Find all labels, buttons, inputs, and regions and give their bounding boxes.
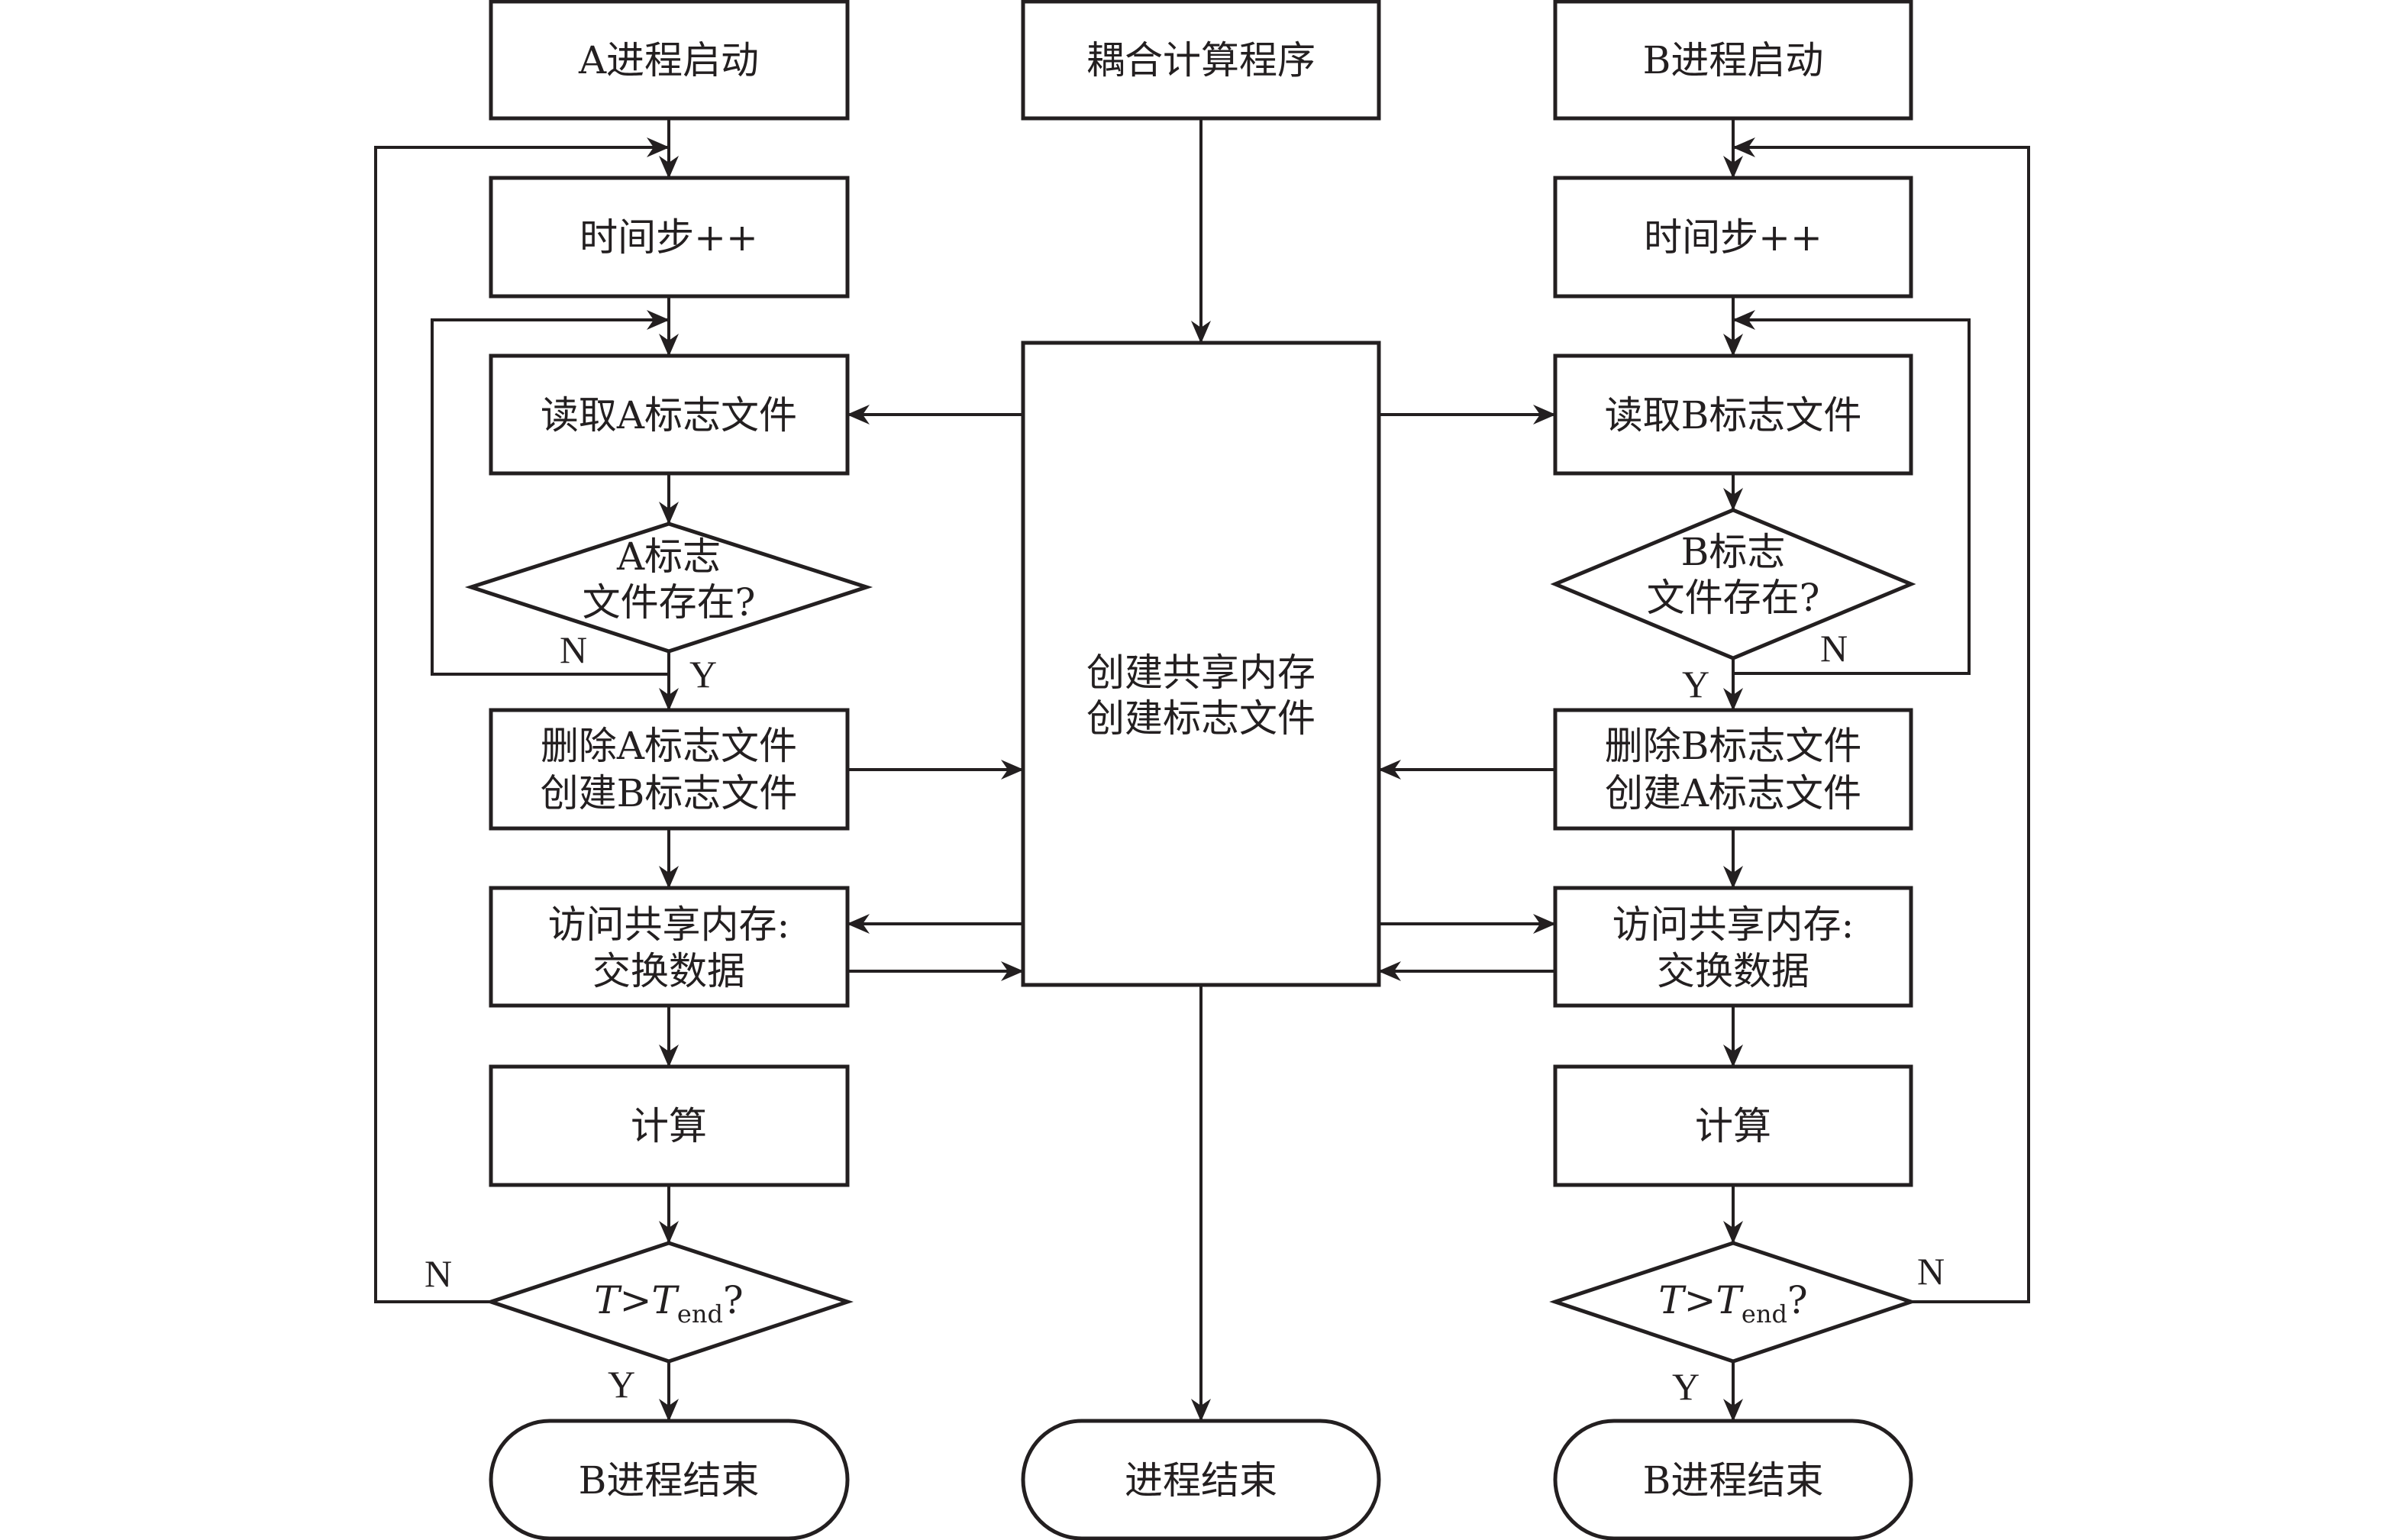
label-b-flag-no: N bbox=[1820, 627, 1848, 670]
node-a-start-label: A进程启动 bbox=[578, 38, 759, 82]
node-b-access-memory-line2: 交换数据 bbox=[1657, 949, 1809, 993]
node-a-swap-flags bbox=[489, 708, 850, 831]
decision-b-flag-exists-line2: 文件存在? bbox=[1647, 576, 1820, 620]
node-coupling-program-label: 耦合计算程序 bbox=[1086, 38, 1315, 82]
node-b-start bbox=[1553, 0, 1913, 121]
node-a-start bbox=[489, 0, 850, 121]
label-b-endcheck-yes: Y bbox=[1672, 1365, 1700, 1408]
node-create-shared bbox=[1021, 341, 1381, 987]
label-b-flag-yes: Y bbox=[1682, 663, 1709, 705]
node-a-compute-label: 计算 bbox=[631, 1104, 707, 1148]
node-b-compute bbox=[1553, 1064, 1913, 1187]
node-a-read-flag-label: 读取A标志文件 bbox=[541, 393, 797, 437]
node-a-access-memory bbox=[489, 886, 850, 1008]
node-b-time-step-label: 时间步++ bbox=[1644, 215, 1822, 260]
decision-b-end-check-label: T>Tend? bbox=[1658, 1278, 1807, 1329]
node-b-swap-flags-line1: 删除B标志文件 bbox=[1605, 724, 1862, 768]
node-a-access-memory-line2: 交换数据 bbox=[592, 949, 745, 993]
node-create-shared-line1: 创建共享内存 bbox=[1086, 651, 1315, 695]
edge-b-flag-no-loop bbox=[1732, 310, 1971, 675]
node-b-swap-flags bbox=[1553, 708, 1913, 831]
node-a-swap-flags-line1: 删除A标志文件 bbox=[541, 724, 797, 768]
connectors bbox=[374, 118, 2030, 1422]
terminal-process-end-label: 进程结束 bbox=[1125, 1458, 1277, 1503]
node-b-start-label: B进程启动 bbox=[1643, 38, 1824, 82]
left-column: A进程启动 时间步++ 读取A标志文件 A标志 文件存在? 删除A标志文件 创建… bbox=[464, 0, 873, 1540]
node-a-access-memory-line1: 访问共享内存: bbox=[548, 902, 790, 947]
node-b-compute-label: 计算 bbox=[1695, 1104, 1771, 1148]
edge-labels: N Y N Y N Y N Y bbox=[425, 627, 1945, 1408]
node-b-access-memory bbox=[1553, 886, 1913, 1008]
decision-b-flag-exists-line1: B标志 bbox=[1681, 530, 1786, 574]
label-a-endcheck-yes: Y bbox=[608, 1363, 635, 1406]
decision-a-end-check-label: T>Tend? bbox=[594, 1278, 743, 1329]
node-a-compute bbox=[489, 1064, 850, 1187]
node-b-read-flag-label: 读取B标志文件 bbox=[1605, 393, 1862, 437]
label-a-flag-no: N bbox=[560, 628, 587, 671]
node-b-time-step bbox=[1553, 176, 1913, 299]
decision-a-flag-exists-line2: 文件存在? bbox=[583, 580, 756, 625]
middle-column: 耦合计算程序 创建共享内存 创建标志文件 进程结束 bbox=[1021, 0, 1381, 1540]
label-b-endcheck-no: N bbox=[1917, 1250, 1945, 1293]
edge-b-endcheck-no-loop bbox=[1732, 137, 2030, 1303]
terminal-a-end-label: B进程结束 bbox=[579, 1458, 760, 1503]
decision-a-flag-exists-line1: A标志 bbox=[616, 534, 721, 579]
node-a-time-step-label: 时间步++ bbox=[579, 215, 758, 260]
edge-a-flag-no-loop bbox=[431, 310, 670, 676]
terminal-b-end-label: B进程结束 bbox=[1643, 1458, 1824, 1503]
label-a-endcheck-no: N bbox=[425, 1252, 452, 1295]
node-a-time-step bbox=[489, 176, 850, 299]
label-a-flag-yes: Y bbox=[689, 653, 717, 696]
node-b-swap-flags-line2: 创建A标志文件 bbox=[1605, 771, 1861, 815]
right-column: B进程启动 时间步++ 读取B标志文件 B标志 文件存在? 删除B标志文件 创建… bbox=[1549, 0, 1917, 1540]
node-a-swap-flags-line2: 创建B标志文件 bbox=[541, 771, 798, 815]
node-b-access-memory-line1: 访问共享内存: bbox=[1612, 902, 1855, 947]
edge-a-endcheck-no-loop bbox=[374, 137, 670, 1303]
node-create-shared-line2: 创建标志文件 bbox=[1086, 696, 1315, 741]
